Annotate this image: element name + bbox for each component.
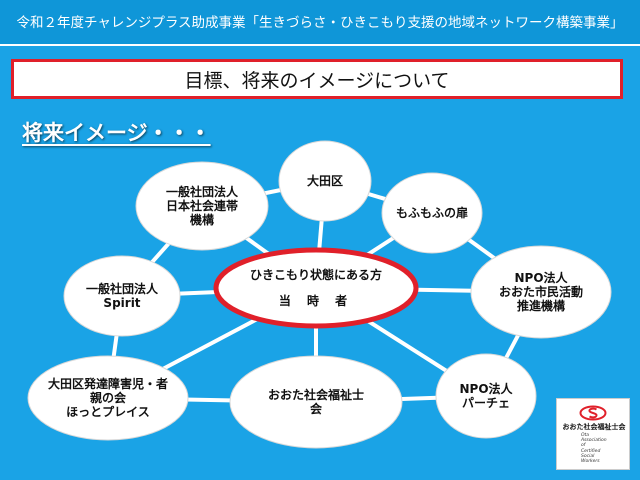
node-npo-ota-shimin (470, 245, 612, 339)
node-label-npo-parche: NPO法人パーチェ (459, 382, 513, 410)
network-nodes (27, 140, 612, 449)
node-label-mofumofu: もふもふの扉 (395, 206, 469, 220)
node-oya-no-kai (27, 355, 189, 441)
node-label-ota-shakyo: おおた社会福祉士会 (267, 388, 365, 416)
section-heading: 将来イメージ・・・ (22, 121, 211, 145)
node-label-center: ひきこもり状態にある方当 時 者 (249, 268, 383, 308)
logo-name: おおた社会福祉士会 (562, 423, 626, 431)
header-band: 令和２年度チャレンジプラス助成事業「生きづらさ・ひきこもり支援の地域ネットワーク… (0, 0, 640, 46)
title-text: 目標、将来のイメージについて (184, 69, 450, 92)
title-box: 目標、将来のイメージについて (11, 59, 623, 99)
node-rentai (135, 161, 269, 251)
logo-mark-icon (579, 405, 607, 421)
node-mofumofu (381, 172, 483, 254)
node-center (213, 247, 419, 329)
header-title: 令和２年度チャレンジプラス助成事業「生きづらさ・ひきこもり支援の地域ネットワーク… (16, 15, 624, 31)
node-label-ota-ku: 大田区 (306, 174, 344, 188)
node-label-oya-no-kai: 大田区発達障害児・者親の会ほっとプレイス (47, 377, 169, 419)
node-npo-parche (435, 353, 537, 439)
node-ota-ku (278, 140, 372, 222)
node-ota-shakyo (229, 355, 403, 449)
node-label-rentai: 一般社団法人日本社会連帯機構 (165, 185, 239, 227)
node-label-npo-ota-shimin: NPO法人おおた市民活動推進機構 (498, 271, 584, 313)
node-spirit (63, 255, 181, 337)
